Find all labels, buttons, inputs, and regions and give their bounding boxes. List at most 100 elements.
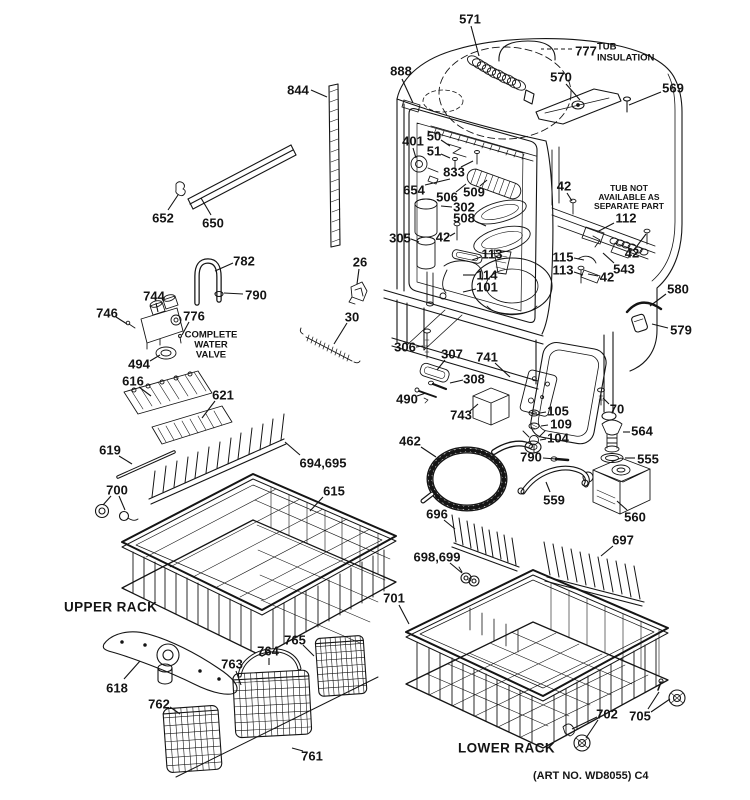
side-strip-844 bbox=[328, 83, 341, 248]
leader-line-51 bbox=[440, 153, 451, 159]
tine-row-696 bbox=[451, 514, 520, 572]
part-callout-26: 26 bbox=[353, 255, 367, 270]
part-callout-833: 833 bbox=[443, 165, 465, 180]
tine-row-697 bbox=[543, 541, 645, 607]
leader-line-763 bbox=[235, 670, 242, 686]
part-callout-494: 494 bbox=[128, 357, 150, 372]
part-callout-698,699: 698,699 bbox=[414, 550, 461, 565]
basket-765 bbox=[314, 635, 368, 697]
part-callout-618: 618 bbox=[106, 681, 128, 696]
part-callout-650: 650 bbox=[202, 216, 224, 231]
part-callout-652: 652 bbox=[152, 211, 174, 226]
part-callout-42: 42 bbox=[557, 179, 571, 194]
part-callout-543: 543 bbox=[613, 262, 635, 277]
part-callout-744: 744 bbox=[143, 289, 165, 304]
leader-line-308 bbox=[449, 379, 464, 384]
leader-line-306 bbox=[415, 345, 424, 348]
leader-line-762 bbox=[169, 706, 181, 715]
part-callout-307: 307 bbox=[441, 347, 463, 362]
leader-line-104 bbox=[539, 438, 547, 441]
part-callout-571: 571 bbox=[459, 12, 481, 27]
upper-rack-drawing bbox=[121, 473, 397, 657]
leader-line-509 bbox=[479, 179, 488, 187]
part-callout-580: 580 bbox=[667, 282, 689, 297]
basket-764 bbox=[232, 648, 313, 739]
tine-row-694-695 bbox=[148, 413, 287, 505]
annotation-tub-not-available-line2: AVAILABLE AS bbox=[598, 192, 660, 202]
leader-line-741 bbox=[494, 362, 511, 378]
leader-line-694,695 bbox=[284, 441, 301, 456]
leader-line-705 bbox=[650, 698, 671, 713]
leader-line-615 bbox=[309, 496, 324, 512]
leader-line-618 bbox=[123, 660, 141, 680]
leader-line-579 bbox=[651, 323, 669, 329]
part-callout-776: 776 bbox=[183, 309, 205, 324]
leader-line-700 bbox=[118, 495, 126, 511]
part-callout-763: 763 bbox=[221, 657, 243, 672]
tub-interior-right-parts bbox=[551, 146, 656, 284]
part-callout-844: 844 bbox=[287, 83, 309, 98]
fill-hose-coil bbox=[467, 55, 535, 105]
leader-line-744 bbox=[155, 302, 159, 313]
part-callout-570: 570 bbox=[550, 70, 572, 85]
leader-line-654 bbox=[424, 178, 451, 186]
basket-762 bbox=[162, 704, 223, 773]
part-callout-782: 782 bbox=[233, 254, 255, 269]
part-callout-700: 700 bbox=[106, 483, 128, 498]
rod-619 bbox=[116, 450, 176, 479]
part-callout-741: 741 bbox=[476, 350, 498, 365]
leader-line-462 bbox=[420, 446, 437, 458]
part-callout-559: 559 bbox=[543, 493, 565, 508]
part-callout-70: 70 bbox=[610, 402, 624, 417]
part-callout-113: 113 bbox=[553, 263, 574, 278]
bracket-26 bbox=[348, 281, 368, 305]
leader-line-30 bbox=[333, 322, 348, 345]
part-callout-305: 305 bbox=[389, 231, 411, 246]
leader-line-790 bbox=[223, 292, 244, 295]
leader-line-776 bbox=[181, 321, 190, 336]
leader-line-621 bbox=[201, 400, 216, 419]
part-callout-50: 50 bbox=[427, 129, 441, 144]
leader-line-697 bbox=[600, 545, 614, 557]
part-callout-615: 615 bbox=[323, 484, 345, 499]
leader-line-765 bbox=[302, 644, 315, 657]
part-callout-115: 115 bbox=[553, 250, 574, 265]
u-hose-782 bbox=[194, 258, 222, 306]
leader-line-652 bbox=[167, 194, 179, 211]
leader-line-560 bbox=[616, 500, 628, 511]
leader-line-702 bbox=[585, 719, 599, 739]
part-callout-762: 762 bbox=[148, 697, 170, 712]
part-callout-888: 888 bbox=[390, 64, 412, 79]
part-callout-764: 764 bbox=[257, 644, 279, 659]
part-callout-101: 101 bbox=[476, 280, 498, 295]
part-callout-560: 560 bbox=[624, 510, 646, 525]
leader-line-790 bbox=[542, 457, 557, 460]
section-label-lower-rack: LOWER RACK bbox=[458, 741, 555, 756]
part-callout-114: 114 bbox=[477, 268, 499, 283]
leader-line-494 bbox=[149, 354, 161, 362]
annotation-tub-not-available-line3: SEPARATE PART bbox=[594, 201, 665, 211]
spring-30 bbox=[299, 327, 361, 364]
leader-line-570 bbox=[565, 83, 581, 101]
part-callout-42: 42 bbox=[625, 246, 639, 261]
leader-line-105 bbox=[539, 411, 547, 414]
part-callout-104: 104 bbox=[547, 431, 569, 446]
part-callout-42: 42 bbox=[436, 230, 450, 245]
annotation-tub-insulation-line1: TUB bbox=[597, 42, 617, 53]
part-callout-555: 555 bbox=[637, 452, 659, 467]
part-callout-105: 105 bbox=[547, 404, 569, 419]
tub-assembly-drawing bbox=[396, 38, 683, 372]
sump-drawing bbox=[471, 257, 553, 316]
leader-line-705 bbox=[647, 691, 660, 710]
leader-line-888 bbox=[401, 78, 414, 104]
leader-line-696 bbox=[443, 519, 456, 530]
leader-line-307 bbox=[436, 359, 446, 371]
part-callout-616: 616 bbox=[122, 374, 144, 389]
part-callout-30: 30 bbox=[345, 310, 359, 325]
part-callout-761: 761 bbox=[301, 749, 323, 764]
part-callout-743: 743 bbox=[450, 408, 472, 423]
drain-hose-coil bbox=[420, 440, 542, 512]
leader-line-650 bbox=[200, 197, 212, 216]
